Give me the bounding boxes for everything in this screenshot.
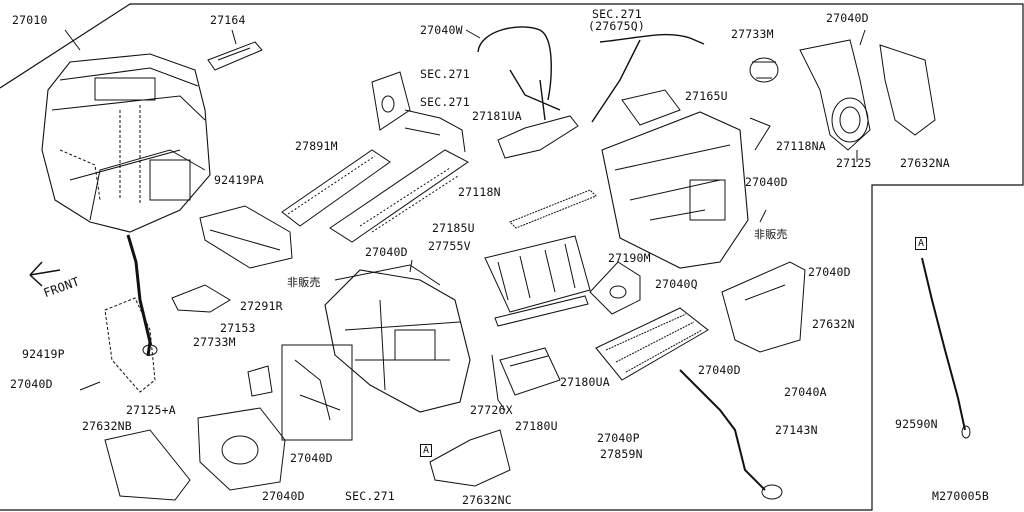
label-sec271-bottom: SEC.271 [345,489,395,503]
seal-27185U [509,189,597,229]
filter-27891M [281,149,391,227]
label-27181UA: 27181UA [472,109,522,123]
label-27040D-b1: 27040D [290,451,333,465]
label-hanbai-b: 非販売 [754,228,788,241]
label-27733M-left: 27733M [193,335,236,349]
label-27891M: 27891M [295,139,338,153]
label-27040D-top: 27040D [826,11,869,25]
label-27040W: 27040W [420,23,463,37]
heater-core-27180UA [595,307,783,500]
label-27632NC: 27632NC [462,493,512,507]
label-27118NA: 27118NA [776,139,826,153]
label-27632N: 27632N [812,317,855,331]
label-27040P: 27040P [597,431,640,445]
label-27185U: 27185U [432,221,475,235]
section-marker-a-right: A [915,237,928,250]
label-27040Q: 27040Q [655,277,698,291]
label-27040A: 27040A [784,385,827,399]
label-27733M-top: 27733M [731,27,774,41]
bracket-27632N [721,261,806,353]
evaporator-core [329,149,469,243]
label-27726X: 27726X [470,403,513,417]
label-27010: 27010 [12,13,48,27]
front-arrow [29,261,61,287]
blower-27125A [104,407,286,501]
label-sec271-b: SEC.271 [420,95,470,109]
cable-27675Q [591,33,705,123]
motor-27733M-left [247,365,273,397]
label-27632NB: 27632NB [82,419,132,433]
label-92419P: 92419P [22,347,65,361]
duct-92419P [104,297,156,393]
fastener-27040D-left [79,381,101,391]
diagram-code: M270005B [932,489,989,503]
duct-92419PA [199,205,293,269]
label-27755V: 27755V [428,239,471,253]
bracket-27181UA [497,115,579,159]
part-27118NA [749,117,771,151]
label-sec271-a: SEC.271 [420,67,470,81]
actuator-27726X [499,347,561,396]
label-sec271-top: SEC.271 [592,7,642,21]
label-27291R: 27291R [240,299,283,313]
label-92590N: 92590N [895,417,938,431]
label-27040D-r: 27040D [808,265,851,279]
label-27125A: 27125+A [126,403,176,417]
harness-27153 [281,344,353,441]
label-27118N: 27118N [458,185,501,199]
label-27040D-rr: 27040D [698,363,741,377]
label-27859N: 27859N [600,447,643,461]
label-27632NA: 27632NA [900,156,950,170]
label-27153: 27153 [220,321,256,335]
label-27040D-c: 27040D [365,245,408,259]
duct-27755V [484,235,591,327]
label-27164: 27164 [210,13,246,27]
disc-27040Q [589,261,641,315]
label-27125: 27125 [836,156,872,170]
section-marker-a-bottom: A [420,444,433,457]
motor-27733M-top [749,57,779,83]
label-27143N: 27143N [775,423,818,437]
label-27190M: 27190M [608,251,651,265]
pipe-92590N [921,257,966,431]
frame-outline [0,3,1024,511]
label-27040D-l: 27040D [10,377,53,391]
label-27180U: 27180U [515,419,558,433]
label-hanbai-a: 非販売 [287,276,321,289]
label-27040D-mid: 27040D [745,175,788,189]
heater-unit-27010 [41,53,211,357]
label-27040D-b2: 27040D [262,489,305,503]
bracket-27632NC [429,429,511,487]
label-92419PA: 92419PA [214,173,264,187]
hvac-unit-lower [324,259,471,413]
label-27165U: 27165U [685,89,728,103]
part-27164 [207,41,263,71]
hvac-unit-right [601,89,767,269]
part-27180U [491,354,506,411]
bracket-27291R [171,284,231,313]
pipe-sec271 [371,71,466,153]
label-27180UA: 27180UA [560,375,610,389]
label-27675Q: (27675Q) [588,19,645,33]
blower-27125 [799,29,936,162]
harness-27040W [477,26,561,121]
